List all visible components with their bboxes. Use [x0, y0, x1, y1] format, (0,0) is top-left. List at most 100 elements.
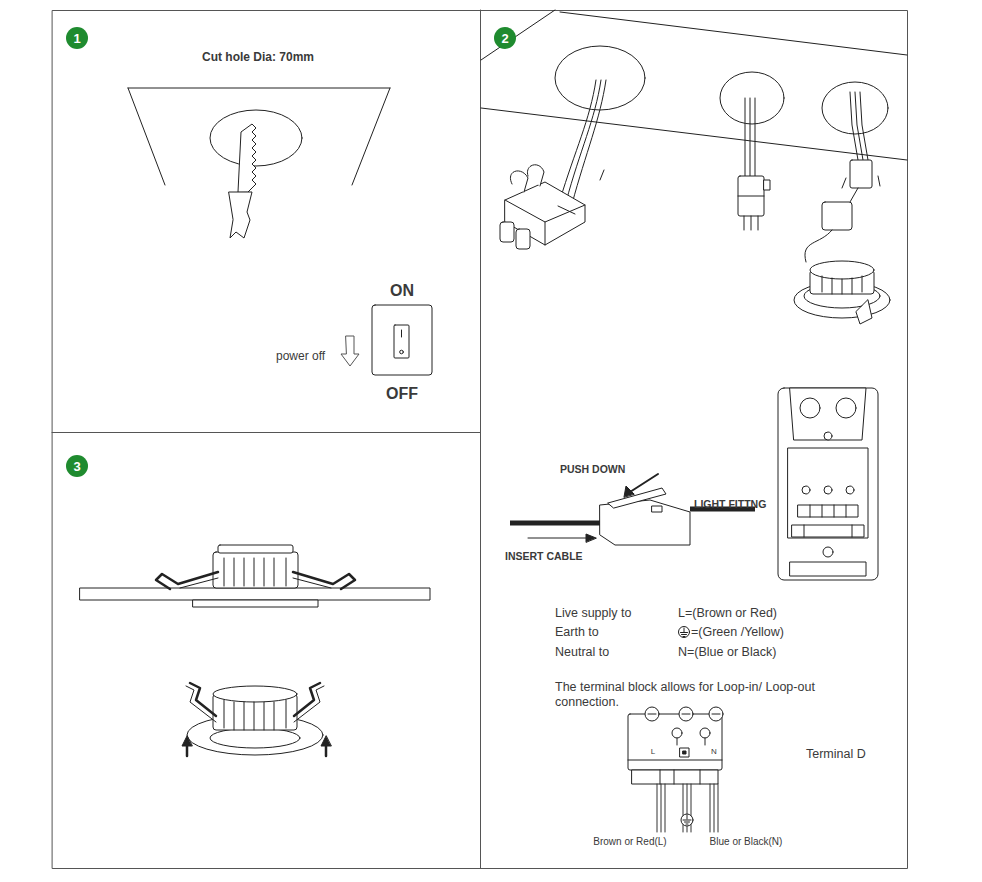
downlight-installed: [80, 545, 430, 607]
downlight: [321, 736, 331, 746]
driver-and-downlight: [856, 300, 872, 324]
connector-plug: [738, 176, 770, 230]
terminal-block: [700, 728, 710, 738]
wall-switch: [400, 350, 404, 354]
terminal-block: [683, 751, 686, 754]
earth-symbol: [681, 814, 693, 826]
ceiling-plane: [555, 46, 645, 110]
step-number: 2: [494, 27, 516, 49]
step-number-text: 1: [73, 32, 80, 45]
ceiling-plane: [481, 10, 555, 60]
supply-cable: [860, 92, 868, 160]
wiring-note: Earth to: [555, 625, 599, 640]
wiring-note: The terminal block allows for Loop-in/ L…: [555, 680, 855, 710]
wire: [657, 784, 658, 832]
connector-block: [500, 165, 585, 249]
connector-block: [505, 200, 585, 222]
supply-cable: [566, 80, 601, 202]
downlight-installed: [274, 558, 275, 586]
terminal-housing: [800, 398, 820, 418]
connector-plug: [764, 180, 770, 190]
terminal-housing: [802, 486, 810, 494]
supply-cable: [745, 98, 746, 176]
wire: [661, 784, 662, 832]
wire-label: Brown or Red(L): [593, 836, 666, 848]
supply-cable: [600, 170, 604, 180]
switch-state: ON: [390, 281, 414, 300]
terminal-housing: [788, 448, 868, 538]
downlight-installed: [234, 558, 235, 586]
terminal-block: [628, 714, 722, 770]
wire: [710, 784, 711, 832]
saw: [229, 124, 256, 238]
downlight: [274, 702, 275, 730]
terminal-block: [700, 770, 701, 784]
step-number-text: 3: [73, 460, 80, 473]
connector-block: [510, 171, 528, 192]
ceiling-plane: [822, 82, 888, 134]
driver-and-downlight: [794, 160, 890, 324]
action-label: INSERT CABLE: [505, 550, 583, 563]
push-fit-sketch: [652, 506, 662, 512]
wall-switch: [341, 305, 432, 375]
supply-cable: [755, 98, 756, 176]
driver-and-downlight: [852, 278, 853, 294]
downlight: [264, 702, 265, 730]
ceiling-plane: [720, 72, 784, 124]
ceiling-plane: [352, 88, 390, 185]
push-fit-sketch: [608, 488, 666, 508]
ceiling-plane: [210, 110, 302, 166]
downlight: [182, 736, 192, 746]
earth-symbol: [681, 814, 693, 826]
earth-symbol: [681, 632, 688, 633]
terminal-housing: [834, 505, 835, 517]
terminal-housing: [790, 388, 866, 440]
driver-and-downlight: [878, 176, 880, 186]
wall-switch: [341, 336, 359, 366]
connector-block: [516, 229, 530, 249]
downlight: [234, 702, 235, 730]
push-fit-sketch: [630, 474, 658, 492]
saw: [238, 124, 256, 192]
supply-cable: [560, 80, 868, 204]
downlight-installed: [286, 558, 287, 586]
connector-plug: [751, 216, 752, 230]
push-fit-sketch: [586, 534, 596, 542]
terminal-block: [660, 770, 661, 784]
wire: [665, 784, 666, 832]
dimension-note: Cut hole Dia: 70mm: [202, 50, 314, 64]
ceiling-plane: [128, 88, 390, 89]
driver-and-downlight: [805, 230, 832, 262]
terminal-block: [712, 714, 720, 715]
action-label: PUSH DOWN: [560, 463, 625, 476]
terminal-block: [674, 770, 675, 784]
downlight-installed: [264, 558, 265, 586]
supply-cable: [750, 98, 751, 176]
downlight: [294, 686, 324, 722]
downlight-installed: [293, 572, 355, 589]
push-fit-sketch: [624, 486, 634, 497]
downlight-installed: [80, 588, 430, 600]
driver-and-downlight: [822, 202, 852, 230]
downlight: [244, 702, 245, 730]
driver-and-downlight: [842, 178, 846, 188]
wall-switch: [394, 325, 409, 358]
connector-block: [500, 222, 514, 242]
panel-frame: [52, 432, 480, 433]
connector-block: [545, 222, 546, 245]
terminal-name: N: [711, 747, 717, 757]
wiring-note: N=(Blue or Black): [678, 645, 776, 660]
downlight-installed: [180, 578, 218, 588]
terminal-housing: [790, 562, 866, 576]
wiring-note: =(Green /Yellow): [691, 625, 784, 640]
terminal-block: [677, 738, 678, 745]
driver-and-downlight: [862, 276, 863, 292]
downlight: [182, 683, 331, 756]
connector-plug: [738, 176, 764, 216]
downlight: [213, 686, 297, 702]
downlight: [190, 683, 216, 716]
terminal-housing: [836, 398, 856, 418]
switch-state: OFF: [386, 384, 418, 403]
wire-label: Blue or Black(N): [710, 836, 783, 848]
